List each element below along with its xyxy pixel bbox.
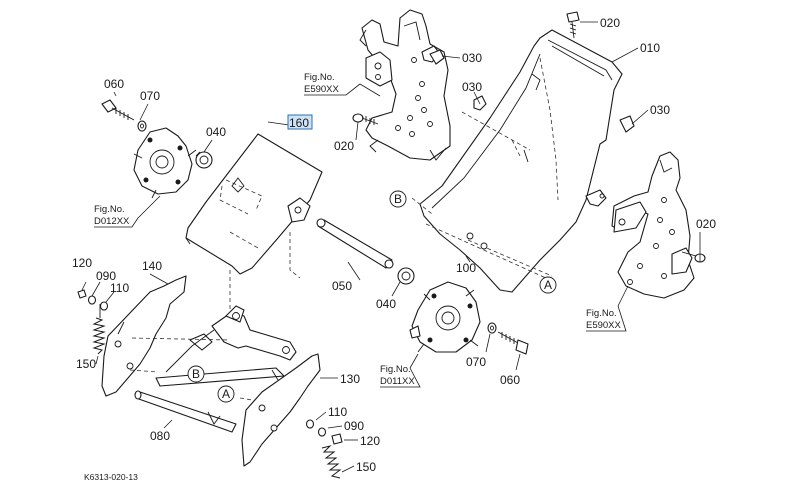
label-070-left[interactable]: 070 bbox=[140, 89, 160, 103]
fig-ref-e590-right-label: Fig.No. bbox=[586, 308, 617, 319]
label-090-right[interactable]: 090 bbox=[344, 419, 364, 433]
label-010[interactable]: 010 bbox=[640, 41, 660, 55]
right-bracket-assembly bbox=[611, 151, 695, 299]
label-040-mid[interactable]: 040 bbox=[376, 297, 396, 311]
linkage-assembly bbox=[155, 305, 297, 387]
label-090-left[interactable]: 090 bbox=[96, 269, 116, 283]
label-070-right[interactable]: 070 bbox=[466, 355, 486, 369]
label-080[interactable]: 080 bbox=[150, 429, 170, 443]
svg-text:A: A bbox=[544, 278, 552, 292]
label-020-top[interactable]: 020 bbox=[600, 16, 620, 30]
fig-ref-e590-top-number[interactable]: E590XX bbox=[304, 84, 340, 95]
label-060-left[interactable]: 060 bbox=[104, 77, 124, 91]
label-150-left[interactable]: 150 bbox=[76, 357, 96, 371]
chute-cover-010 bbox=[419, 29, 623, 293]
label-160[interactable]: 160 bbox=[289, 116, 309, 130]
label-030-right[interactable]: 030 bbox=[650, 103, 670, 117]
leader-lines bbox=[81, 21, 701, 473]
clip-030-mid bbox=[473, 95, 487, 111]
side-plate-140 bbox=[101, 275, 187, 397]
left-gearbox-assembly bbox=[133, 127, 197, 199]
label-140[interactable]: 140 bbox=[142, 259, 162, 273]
label-020-right[interactable]: 020 bbox=[696, 217, 716, 231]
guide-line-d bbox=[425, 223, 547, 279]
washer-070-right bbox=[487, 322, 497, 334]
label-130[interactable]: 130 bbox=[340, 372, 360, 386]
spring-150-left bbox=[92, 304, 106, 355]
selected-part-highlight bbox=[287, 114, 313, 130]
plate-160 bbox=[185, 133, 323, 275]
label-120-right[interactable]: 120 bbox=[360, 434, 380, 448]
clip-030-top bbox=[429, 49, 445, 65]
svg-text:B: B bbox=[192, 367, 200, 381]
bolt-020-top bbox=[566, 11, 580, 39]
label-030-top[interactable]: 030 bbox=[462, 51, 482, 65]
fig-ref-e590-top-underline bbox=[304, 83, 361, 96]
diagram-reference-code: K6313-020-13 bbox=[84, 472, 138, 482]
label-050[interactable]: 050 bbox=[332, 279, 352, 293]
right-gearbox-assembly bbox=[409, 281, 481, 353]
fig-ref-d011-underline bbox=[380, 367, 421, 388]
label-020-left[interactable]: 020 bbox=[334, 139, 354, 153]
washer-070-left bbox=[137, 120, 147, 132]
label-110-left[interactable]: 110 bbox=[110, 281, 129, 295]
washer-090-right bbox=[317, 427, 327, 437]
bolt-060-left bbox=[101, 99, 135, 121]
marker-a-bottom: A bbox=[217, 385, 235, 403]
fig-ref-e590-top-label: Fig.No. bbox=[304, 72, 335, 83]
label-100[interactable]: 100 bbox=[456, 261, 476, 275]
fig-ref-e590-right-number[interactable]: E590XX bbox=[586, 320, 622, 331]
svg-text:B: B bbox=[394, 192, 402, 206]
washer-090-left bbox=[87, 295, 97, 305]
fig-ref-d012-label: Fig.No. bbox=[94, 204, 125, 215]
fig-ref-d012-number[interactable]: D012XX bbox=[94, 216, 130, 227]
washer-110-left bbox=[99, 301, 109, 311]
bushing-040-mid bbox=[397, 267, 415, 285]
label-120-left[interactable]: 120 bbox=[72, 256, 92, 270]
marker-a-right: A bbox=[539, 276, 557, 294]
bolt-060-right bbox=[497, 331, 529, 355]
side-plate-130 bbox=[241, 353, 321, 467]
fig-ref-d012-underline bbox=[94, 217, 139, 228]
pin-120-right bbox=[331, 433, 343, 445]
shaft-080 bbox=[134, 390, 237, 433]
shaft-050 bbox=[316, 218, 394, 269]
fig-ref-d011-label: Fig.No. bbox=[380, 364, 411, 375]
fig-ref-e590-right-underline bbox=[586, 305, 627, 332]
bushing-040-left bbox=[195, 151, 213, 169]
guide-line-e bbox=[411, 197, 433, 215]
top-bracket-assembly bbox=[359, 9, 451, 161]
spring-150-right bbox=[321, 445, 342, 479]
label-040-left[interactable]: 040 bbox=[206, 125, 226, 139]
label-110-right[interactable]: 110 bbox=[328, 405, 347, 419]
label-150-right[interactable]: 150 bbox=[356, 460, 376, 474]
guide-line-c bbox=[131, 337, 231, 341]
svg-text:A: A bbox=[222, 387, 230, 401]
marker-b-bottom: B bbox=[187, 365, 205, 383]
fig-ref-d011-number[interactable]: D011XX bbox=[380, 376, 415, 387]
label-060-right[interactable]: 060 bbox=[500, 373, 520, 387]
clip-030-right bbox=[619, 115, 635, 133]
washer-110-right bbox=[305, 419, 315, 429]
bolt-020-left bbox=[352, 113, 379, 125]
plate-160-guide bbox=[229, 232, 301, 310]
label-030-mid[interactable]: 030 bbox=[462, 80, 482, 94]
pin-120-left bbox=[77, 289, 87, 299]
guide-line-a bbox=[129, 369, 159, 373]
marker-b-top: B bbox=[389, 190, 407, 208]
guide-line-b bbox=[239, 397, 253, 401]
